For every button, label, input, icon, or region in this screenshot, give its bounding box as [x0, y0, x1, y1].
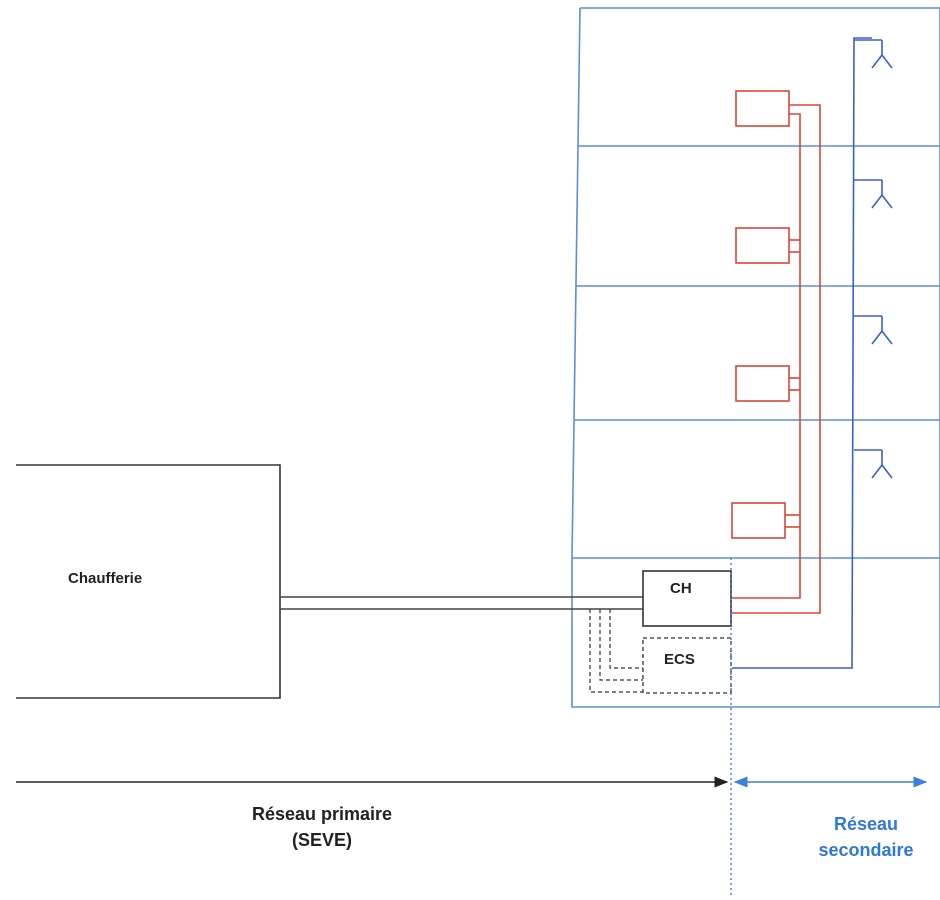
building-outline [571, 7, 940, 708]
primary-network-label: (SEVE) [292, 830, 352, 850]
heating-exchanger-box [642, 570, 732, 627]
secondary-network-label: Réseau [834, 814, 898, 834]
secondary-network-label: secondaire [818, 840, 913, 860]
primary-pipe [280, 596, 643, 610]
tap-icon [854, 315, 893, 345]
tap-icon [854, 179, 893, 209]
primary-network-label: Réseau primaire [252, 804, 392, 824]
dhw-exchanger-label: ECS [664, 651, 695, 668]
dhw-primary-branch [589, 609, 643, 693]
dhw-circuit [732, 37, 893, 669]
heating-circuit [731, 90, 821, 614]
tap-icon [854, 449, 893, 479]
radiator-icon [735, 365, 790, 402]
substation: CH ECS [642, 570, 732, 694]
heating-return-riser [732, 104, 821, 614]
heating-exchanger-label: CH [670, 580, 692, 597]
heating-supply-riser [732, 113, 801, 599]
dhw-exchanger-box [642, 637, 732, 694]
building [571, 7, 940, 708]
radiator-icon [735, 227, 790, 264]
boiler-room-label: Chaufferie [68, 570, 142, 587]
dhw-riser [732, 37, 872, 669]
boiler-room: Chaufferie [16, 464, 281, 699]
tap-icon [854, 39, 893, 69]
radiator-icon [735, 90, 790, 127]
boiler-room-outline [16, 464, 281, 699]
radiator-icon [731, 502, 786, 539]
